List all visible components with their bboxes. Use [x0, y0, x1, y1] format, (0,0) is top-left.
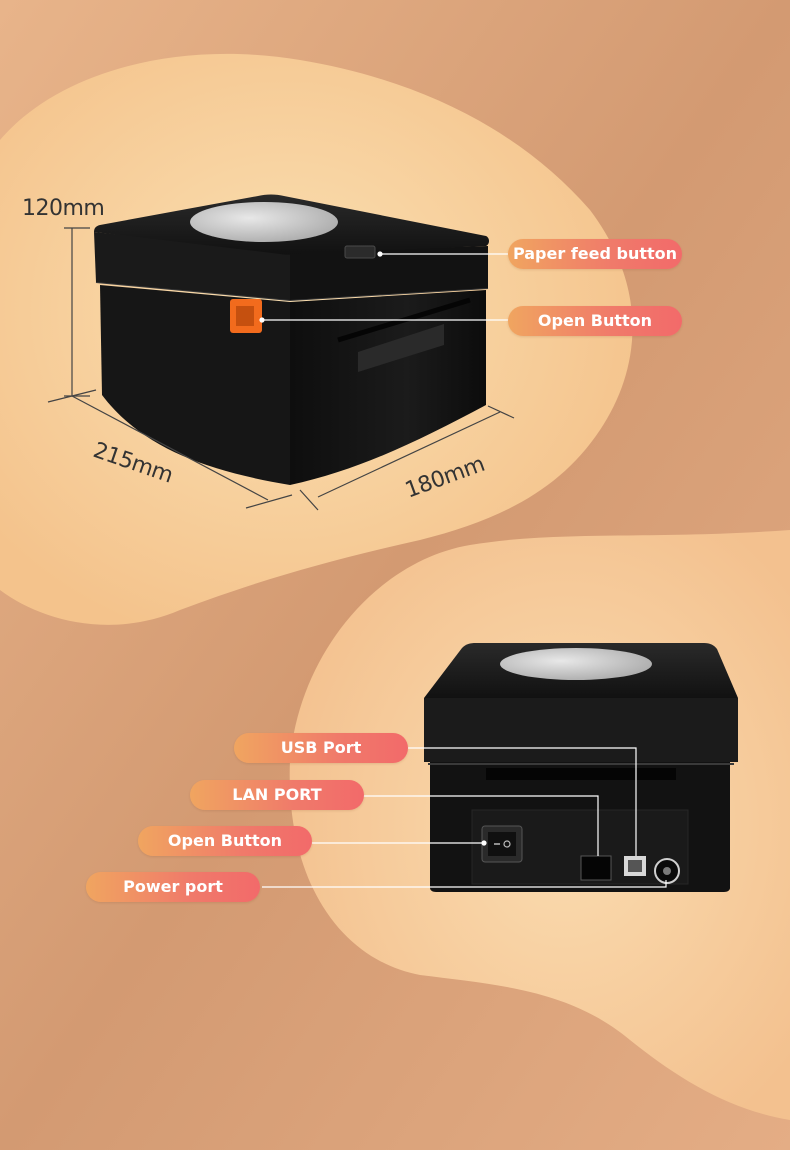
lan-port-callout: LAN PORT	[190, 780, 364, 810]
printer-back-view	[424, 643, 738, 892]
leader-lines-back	[262, 747, 667, 888]
leader-lines-front	[259, 251, 510, 323]
open-button-callout-back: Open Button	[138, 826, 312, 856]
printer-front-view	[94, 194, 489, 485]
open-button-callout-front: Open Button	[508, 306, 682, 336]
power-port-callout: Power port	[86, 872, 260, 902]
usb-port-callout: USB Port	[234, 733, 408, 763]
paper-feed-button-callout: Paper feed button	[508, 239, 682, 269]
dimension-lines	[47, 227, 515, 511]
height-dimension-label: 120mm	[22, 196, 105, 221]
